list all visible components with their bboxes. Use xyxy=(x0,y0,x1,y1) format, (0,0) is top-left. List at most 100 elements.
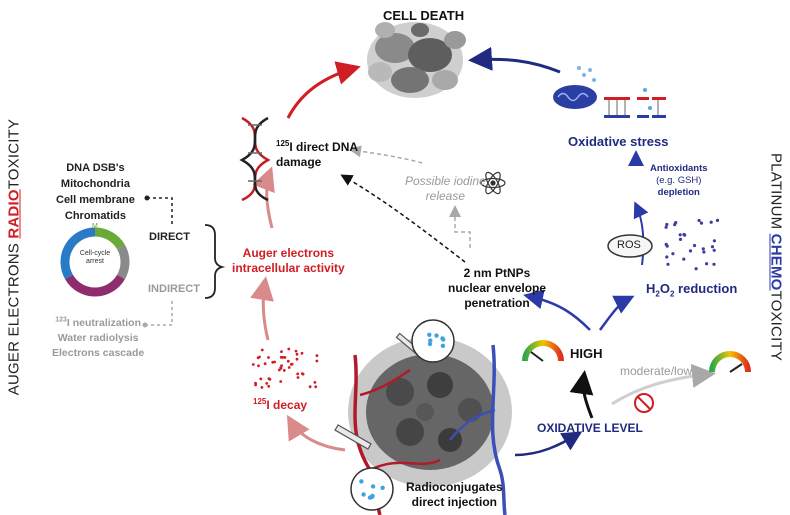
particle xyxy=(678,237,683,241)
dead-cell-icon xyxy=(367,22,466,98)
particle xyxy=(361,492,366,497)
particle xyxy=(259,377,263,381)
particle xyxy=(263,362,267,366)
target-item-mitochondria: Mitochondria xyxy=(60,178,130,190)
particle xyxy=(678,233,682,237)
particle xyxy=(279,366,283,370)
dna-damage-icon xyxy=(604,88,666,118)
direct-label: DIRECT xyxy=(149,231,190,243)
ros-label: ROS xyxy=(617,239,641,251)
particle xyxy=(705,262,709,266)
particle xyxy=(671,252,675,256)
cell-cycle-s-label: S xyxy=(93,290,98,297)
oxidative-stress-label: Oxidative stress xyxy=(568,134,669,149)
particle xyxy=(280,364,283,367)
particle xyxy=(712,239,717,243)
particle xyxy=(370,494,375,499)
low-gauge-icon xyxy=(709,351,751,373)
cell-cycle-ring xyxy=(60,227,130,297)
indirect-item-radiolysis: Water radiolysis xyxy=(57,331,139,344)
particle xyxy=(265,382,269,385)
particle xyxy=(699,221,704,225)
particle xyxy=(251,363,255,366)
antioxidants-label: Antioxidants(e.g. GSH)depletion xyxy=(650,163,708,198)
atom-icon xyxy=(480,171,506,195)
arrow-stress-to-death xyxy=(468,46,561,74)
particle xyxy=(267,384,271,388)
drop-circle-bottom xyxy=(350,467,394,511)
arrow-decay-to-auger xyxy=(250,276,274,341)
particle xyxy=(277,368,281,372)
arrow-tumor-to-level xyxy=(514,431,583,457)
particle xyxy=(440,343,446,348)
h2o2-label: H2O2 reduction xyxy=(646,281,738,299)
arrow-ptnps-to-dna xyxy=(340,174,466,263)
decay-label: 125I decay xyxy=(253,397,308,412)
arrow-dna-to-death xyxy=(286,61,361,119)
target-item-membrane: Cell membrane xyxy=(56,194,135,206)
indirect-connector-dot xyxy=(142,322,148,328)
dna-helix-icon xyxy=(239,116,271,202)
indirect-effects-list: 123I neutralization Water radiolysis Ele… xyxy=(52,312,144,361)
particle xyxy=(702,250,706,254)
particle xyxy=(682,257,686,261)
particle xyxy=(279,380,283,383)
dna-damage-label: 125I direct DNA damage xyxy=(276,139,359,169)
particle xyxy=(257,364,260,368)
particle xyxy=(664,225,668,229)
particle xyxy=(282,369,286,372)
particle xyxy=(359,479,364,484)
target-item-chromatids: Chromatids xyxy=(64,210,126,222)
drop-circle-top xyxy=(411,319,455,363)
arrow-auger-to-dna xyxy=(252,166,275,229)
particle xyxy=(709,220,713,224)
tumor-icon xyxy=(348,337,512,487)
particle xyxy=(286,359,290,363)
particle xyxy=(665,244,669,248)
indirect-item-cascade: Electrons cascade xyxy=(52,346,145,359)
arrow-high-to-h2o2 xyxy=(598,295,635,331)
arrow-level-to-moderate xyxy=(611,363,716,406)
high-gauge-icon xyxy=(522,340,564,362)
arrow-ptnps-to-iodine xyxy=(449,205,471,248)
direct-connector xyxy=(147,197,173,226)
particle xyxy=(280,350,283,353)
particle xyxy=(300,372,304,375)
high-label: HIGH xyxy=(570,346,603,361)
particle xyxy=(287,366,291,369)
cell-cycle-label: Cell-cycle arrest xyxy=(79,250,111,265)
direct-connector-dot xyxy=(144,195,150,201)
direct-indirect-brace xyxy=(204,224,226,299)
mitochondrion-icon xyxy=(553,66,597,109)
left-side-label: AUGER ELECTRONS RADIOTOXICITY xyxy=(5,118,23,396)
particle xyxy=(295,357,299,361)
decay-particles xyxy=(251,347,319,389)
particle xyxy=(682,232,686,237)
particle xyxy=(715,218,720,222)
arrow-level-to-high xyxy=(569,370,594,419)
cell-cycle-m-label: M xyxy=(92,223,98,230)
particle xyxy=(428,338,433,343)
particle xyxy=(673,223,677,227)
particle xyxy=(665,222,669,227)
particle xyxy=(267,377,271,381)
particle xyxy=(427,341,433,347)
particle xyxy=(271,360,275,364)
radioconjugate-drops xyxy=(359,332,446,500)
particle xyxy=(441,337,446,342)
indirect-connector xyxy=(145,298,173,326)
particle xyxy=(697,218,701,223)
arrow-h2o2-to-antioxidants xyxy=(633,201,649,266)
particle xyxy=(294,349,298,353)
particle xyxy=(296,372,300,376)
indirect-label: INDIRECT xyxy=(148,283,200,295)
oxidative-level-label: OXIDATIVE LEVEL xyxy=(537,421,643,435)
right-side-label: PLATINUM CHEMOTOXICITY xyxy=(767,152,785,362)
particle xyxy=(370,484,376,489)
indirect-item-neutralization: 123I neutralization xyxy=(55,316,141,329)
particle xyxy=(314,385,318,389)
